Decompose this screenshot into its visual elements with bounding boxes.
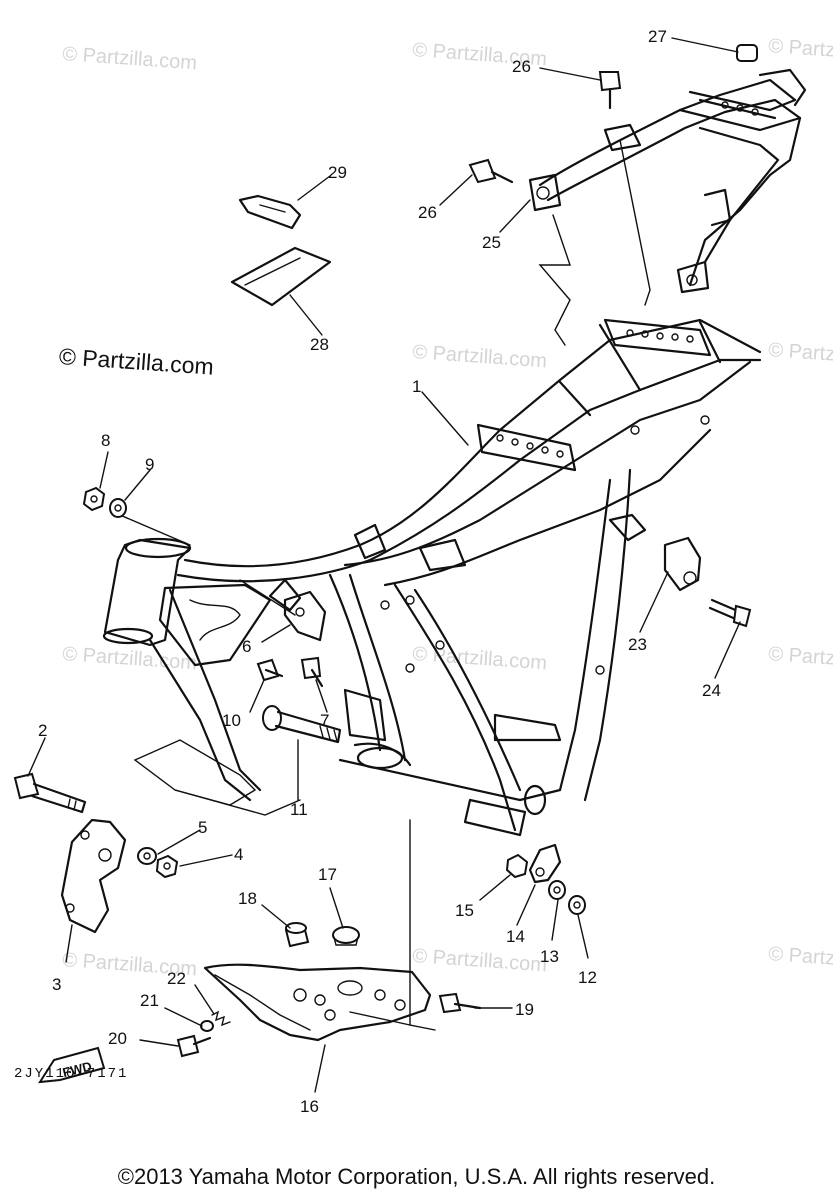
part-13-washer [548,880,566,900]
watermark: © Partzilla.com [412,643,548,674]
copyright-notice: ©2013 Yamaha Motor Corporation, U.S.A. A… [117,1164,716,1189]
part-19-bolt [438,992,482,1014]
main-frame [102,318,762,837]
part-10-bolt [256,658,284,682]
callout-11: 11 [290,800,308,819]
watermark: © Partzilla.com [768,35,833,66]
fwd-label: FWD [61,1058,93,1080]
callout-8: 8 [101,431,110,450]
part-27-cap [736,44,758,62]
part-9-washer [109,498,127,518]
callout-5: 5 [198,818,207,837]
diagram-code: 2JY110-7171 [14,1066,129,1082]
callout-26: 26 [418,203,437,222]
callout-3: 3 [52,975,61,994]
part-11-long-bolt [262,705,342,744]
callout-10: 10 [222,711,241,730]
mount-plate-outline [133,739,301,816]
callout-26: 26 [512,57,531,76]
callout-16: 16 [300,1097,319,1116]
callout-19: 19 [515,1000,534,1019]
watermark: © Partzilla.com [768,339,833,370]
part-26-bolt-upper [598,71,622,110]
part-8-nut [82,486,106,512]
part-2-bolt [13,772,87,814]
rear-frame [528,68,807,294]
part-16-skid-plate [203,963,432,1042]
callout-18: 18 [238,889,257,908]
part-17-grommet [332,926,360,946]
part-28-pad [230,246,332,307]
callout-15: 15 [455,901,474,920]
callout-28: 28 [310,335,329,354]
part-23-bracket [608,513,702,592]
watermark: © Partzilla.com [62,643,198,674]
callout-24: 24 [702,681,721,700]
part-14-clamp [528,843,562,884]
part-22-spring [211,1010,231,1027]
callout-7: 7 [320,711,329,730]
callout-14: 14 [506,927,525,946]
callout-9: 9 [145,455,154,474]
part-5-washer [137,847,157,865]
watermark: © Partzilla.com [62,43,198,74]
callout-22: 22 [167,969,186,988]
callout-2: 2 [38,721,47,740]
callout-25: 25 [482,233,501,252]
callout-17: 17 [318,865,337,884]
callout-27: 27 [648,27,667,46]
callout-labels: 27 26 26 25 29 28 1 8 9 6 10 7 11 2 5 4 … [38,27,721,1116]
part-29-bracket [238,194,302,230]
watermark: © Partzilla.com [768,643,833,674]
watermark: © Partzilla.com [768,943,833,974]
part-3-engine-bracket [60,818,127,934]
alignment-lines [119,139,651,1031]
watermark: © Partzilla.com [412,945,548,976]
callout-6: 6 [242,637,251,656]
part-20-bolt [176,1034,212,1058]
watermark: © Partzilla.com [412,341,548,372]
callout-12: 12 [578,968,597,987]
part-4-nut [155,854,179,879]
part-15-nut [505,853,529,879]
watermarks: © Partzilla.com © Partzilla.com © Partzi… [62,35,833,980]
part-24-bolt [708,598,752,628]
callout-21: 21 [140,991,159,1010]
leader-lines [27,37,741,1093]
callout-29: 29 [328,163,347,182]
part-21-washer [200,1020,214,1032]
part-18-cap [284,922,310,948]
part-7-bolt [300,656,324,688]
callout-1: 1 [412,377,421,396]
callout-20: 20 [108,1029,127,1048]
callout-23: 23 [628,635,647,654]
forward-arrow-icon: FWD [36,1046,106,1099]
part-6-bracket [283,590,327,642]
part-26-bolt-left [468,158,514,184]
part-12-washer [568,895,586,915]
callout-13: 13 [540,947,559,966]
callout-4: 4 [234,845,243,864]
